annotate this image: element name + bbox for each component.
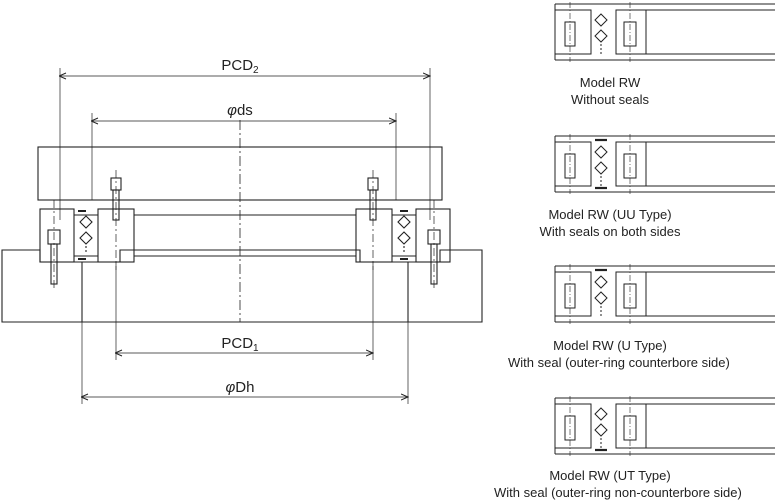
right-roller-lower (397, 231, 411, 245)
dh-label: φDh (226, 379, 255, 396)
right-inner-ring (355, 208, 393, 263)
roller-lower (594, 161, 608, 175)
variant-caption-4: Model RW (UT Type)With seal (outer-ring … (494, 468, 742, 500)
variant-thumbnail-3 (554, 264, 775, 324)
right-roller-upper (397, 215, 411, 229)
left-roller-lower (79, 231, 93, 245)
roller-upper (594, 407, 608, 421)
right-outer-ring (415, 208, 451, 263)
main-section-view (1, 68, 483, 404)
top-plate (37, 146, 443, 201)
variant-caption-2: Model RW (UU Type)With seals on both sid… (539, 207, 681, 239)
left-roller-upper (79, 215, 93, 229)
variant-thumbnail-1 (554, 2, 775, 62)
variant-thumbnail-2 (554, 134, 775, 194)
roller-upper (594, 13, 608, 27)
variant-thumbnail-4 (554, 396, 775, 456)
roller-lower (594, 423, 608, 437)
roller-upper (594, 145, 608, 159)
variant-caption-3: Model RW (U Type)With seal (outer-ring c… (508, 338, 730, 370)
roller-lower (594, 29, 608, 43)
ds-label: φds (227, 102, 253, 119)
roller-lower (594, 291, 608, 305)
pcd1-label: PCD1 (221, 335, 259, 354)
roller-upper (594, 275, 608, 289)
pcd2-label: PCD2 (221, 57, 259, 76)
